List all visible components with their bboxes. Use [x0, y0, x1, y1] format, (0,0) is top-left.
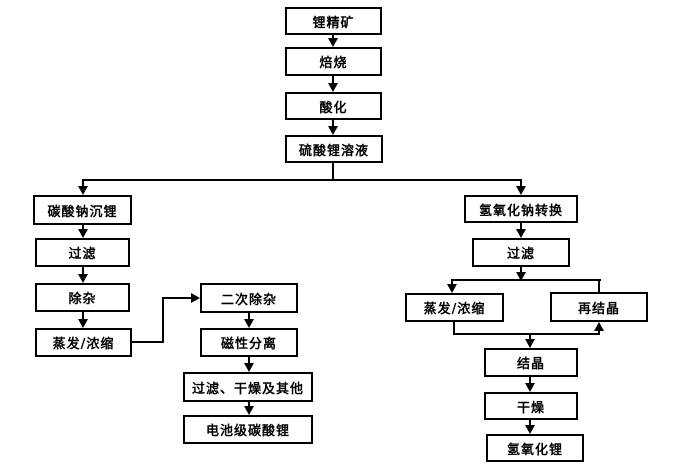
node-roasting: 焙烧 — [285, 47, 382, 76]
edge-drying-lioh-arrowhead — [525, 425, 535, 434]
node-lithium-sulfate-solution: 硫酸锂溶液 — [285, 135, 383, 163]
edge-acidification-solution-arrowhead — [328, 126, 338, 135]
edge-acidification-solution-line — [332, 120, 334, 127]
edge-naoh-filtration2-arrowhead — [516, 229, 526, 238]
node-recrystallization: 再结晶 — [550, 292, 648, 322]
edge-filtration2-split-crossbar — [451, 279, 601, 281]
edge-split-recrystallization-line — [598, 281, 600, 292]
node-magnetic-separation: 磁性分离 — [200, 328, 298, 357]
edge-solution-split-crossbar — [82, 179, 522, 181]
node-secondary-impurity-removal: 二次除杂 — [200, 283, 298, 313]
edge-impurity-evaporation1-arrowhead — [78, 319, 88, 328]
edge-filtration1-impurity-arrowhead — [78, 274, 88, 283]
edge-filterdry-battery-arrowhead — [244, 406, 254, 415]
edge-evaporation1-secondary-segment3 — [162, 297, 192, 299]
edge-evaporation1-secondary-segment2 — [162, 297, 164, 343]
edge-secondary-magnetic-arrowhead — [244, 319, 254, 328]
node-evaporation-concentration-1: 蒸发/浓缩 — [35, 328, 132, 357]
edge-evaporation2-recrystallization-line — [598, 330, 600, 334]
edge-solution-soda-arrowhead — [78, 186, 88, 195]
edge-crystallization-drying-arrowhead — [525, 383, 535, 392]
edge-filtration1-impurity-line — [82, 267, 84, 275]
edge-solution-naoh-arrowhead — [516, 186, 526, 195]
edge-evaporation2-crystallization-line — [529, 335, 531, 339]
edge-roasting-acidification-arrowhead — [328, 83, 338, 92]
edge-evaporation2-crossbar — [453, 333, 600, 335]
edge-magnetic-filterdry-line — [248, 357, 250, 363]
edge-filterdry-battery-line — [248, 402, 250, 406]
node-drying: 干燥 — [484, 392, 578, 420]
node-crystallization: 结晶 — [484, 348, 578, 377]
edge-soda-filtration1-arrowhead — [78, 229, 88, 238]
node-sodium-carbonate-precipitation: 碳酸钠沉锂 — [33, 195, 132, 225]
edge-split-evaporation2-line — [451, 281, 453, 284]
edge-impurity-evaporation1-line — [82, 312, 84, 320]
edge-evaporation2-stem — [453, 322, 455, 335]
edge-evaporation2-crystallization-arrowhead — [525, 339, 535, 348]
edge-evaporation1-secondary-segment1 — [132, 341, 164, 343]
edge-concentrate-roasting-line — [332, 35, 334, 40]
edge-crystallization-drying-line — [529, 377, 531, 383]
node-filtration-drying-others: 过滤、干燥及其他 — [183, 372, 313, 402]
node-filtration-1: 过滤 — [35, 238, 130, 267]
edge-solution-split-stem — [332, 163, 334, 181]
edge-roasting-acidification-line — [332, 76, 334, 84]
node-lithium-hydroxide: 氢氧化锂 — [486, 434, 584, 462]
node-battery-grade-lithium-carbonate: 电池级碳酸锂 — [183, 415, 313, 444]
node-impurity-removal: 除杂 — [35, 283, 130, 312]
edge-secondary-magnetic-line — [248, 313, 250, 319]
edge-split-evaporation2-arrowhead — [447, 284, 457, 293]
node-lithium-concentrate: 锂精矿 — [285, 7, 382, 35]
node-evaporation-concentration-2: 蒸发/浓缩 — [405, 293, 504, 322]
edge-solution-naoh-line — [520, 181, 522, 186]
node-filtration-2: 过滤 — [472, 238, 570, 267]
node-acidification: 酸化 — [285, 92, 382, 120]
edge-concentrate-roasting-arrowhead — [328, 38, 338, 47]
edge-evaporation1-secondary-arrowhead — [191, 293, 200, 303]
edge-evaporation2-recrystallization-arrowhead — [594, 322, 604, 331]
edge-drying-lioh-line — [529, 420, 531, 425]
edge-magnetic-filterdry-arrowhead — [244, 363, 254, 372]
edge-solution-soda-line — [82, 181, 84, 186]
edge-filtration2-split-line — [520, 267, 522, 272]
edge-naoh-filtration2-line — [520, 223, 522, 229]
edge-soda-filtration1-line — [82, 225, 84, 230]
edge-filtration2-split-arrowhead — [516, 272, 526, 281]
node-naoh-conversion: 氢氧化钠转换 — [464, 195, 578, 223]
